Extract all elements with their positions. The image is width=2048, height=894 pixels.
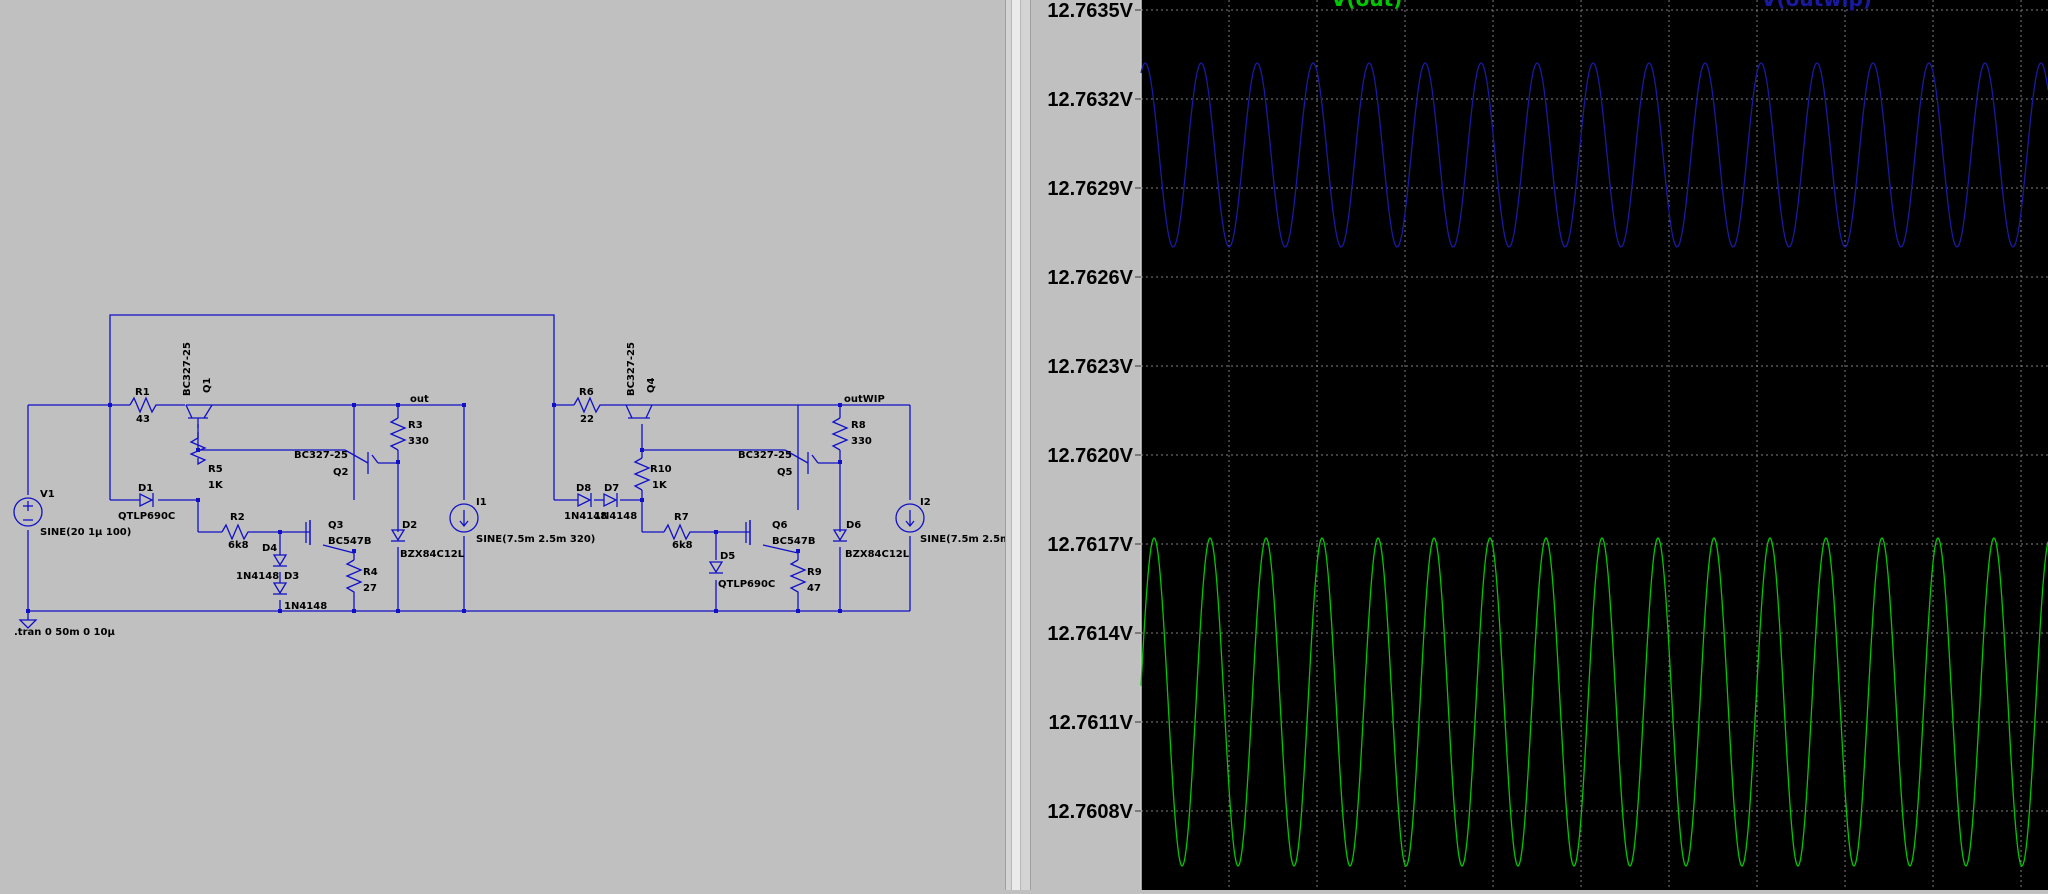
- label-r10-ref: R10: [650, 464, 672, 475]
- label-q2-ref: Q2: [333, 467, 349, 478]
- label-d2-ref: D2: [402, 520, 417, 531]
- plot-area[interactable]: [1141, 0, 2048, 890]
- splitter-handle[interactable]: [1011, 0, 1021, 890]
- label-r5-ref: R5: [208, 464, 223, 475]
- y-tick-label: 12.7623V: [1047, 356, 1133, 378]
- label-d5-ref: D5: [720, 551, 735, 562]
- label-i1-value: SINE(7.5m 2.5m 320): [476, 534, 595, 545]
- label-q3-value: BC547B: [328, 536, 371, 547]
- y-tick-label: 12.7626V: [1047, 267, 1133, 289]
- label-q6-value: BC547B: [772, 536, 815, 547]
- label-r4-ref: R4: [363, 567, 378, 578]
- schematic-canvas[interactable]: R1 43 BC327-25 Q1 R5 1K D1 QTLP690C R2 6…: [0, 0, 1039, 890]
- ground-symbol: [18, 619, 38, 629]
- label-r2-value: 6k8: [228, 540, 249, 551]
- label-i2-value: SINE(7.5m 2.5m 320): [920, 534, 1005, 545]
- label-r1-ref: R1: [135, 387, 150, 398]
- label-d6-ref: D6: [846, 520, 861, 531]
- transistors: [185, 404, 819, 545]
- label-r7-ref: R7: [674, 512, 689, 523]
- resistors: [129, 396, 849, 595]
- label-r8-ref: R8: [851, 420, 866, 431]
- net-label-outwip: outWIP: [844, 394, 885, 405]
- y-tick-label: 12.7608V: [1047, 801, 1133, 823]
- plot-grid: [1141, 0, 2048, 890]
- label-d2-value: BZX84C12L: [400, 549, 465, 560]
- y-tick-label: 12.7632V: [1047, 89, 1133, 111]
- label-r6-ref: R6: [579, 387, 594, 398]
- y-tick-label: 12.7629V: [1047, 178, 1133, 200]
- waveform-viewer[interactable]: 12.7635V 12.7632V 12.7629V 12.7626V 12.7623V…: [1031, 0, 2048, 890]
- tran-directive[interactable]: .tran 0 50m 0 10µ: [14, 627, 115, 638]
- wires: [27, 314, 911, 620]
- label-r8-value: 330: [851, 436, 872, 447]
- label-q5-value: BC327-25: [738, 450, 792, 461]
- trace-v-outwip[interactable]: [1140, 62, 2048, 248]
- label-r7-value: 6k8: [672, 540, 693, 551]
- y-tick-label: 12.7614V: [1047, 623, 1133, 645]
- label-d8-ref: D8: [576, 483, 591, 494]
- label-r3-value: 330: [408, 436, 429, 447]
- label-r3-ref: R3: [408, 420, 423, 431]
- label-d3-ref: D3: [284, 571, 299, 582]
- label-q3-ref: Q3: [328, 520, 344, 531]
- label-r1-value: 43: [136, 414, 150, 425]
- label-r2-ref: R2: [230, 512, 245, 523]
- waveform-canvas[interactable]: 12.7635V 12.7632V 12.7629V 12.7626V 12.7623V…: [1031, 0, 2048, 890]
- label-q1-ref: Q1: [202, 377, 213, 393]
- label-d4-ref: D4: [262, 543, 277, 554]
- label-i2-ref: I2: [920, 497, 931, 508]
- sources: [13, 497, 925, 533]
- y-tick-label: 12.7617V: [1047, 534, 1133, 556]
- pane-splitter[interactable]: [1005, 0, 1031, 890]
- y-tick-label: 12.7611V: [1048, 712, 1133, 734]
- y-tick-label: 12.7620V: [1047, 445, 1133, 467]
- label-v1-value: SINE(20 1µ 100): [40, 527, 131, 538]
- label-d3-value: 1N4148: [284, 601, 327, 612]
- label-r5-value: 1K: [208, 480, 224, 491]
- label-d1-value: QTLP690C: [118, 511, 175, 522]
- legend-v-out[interactable]: V(out): [1331, 0, 1402, 11]
- label-q5-ref: Q5: [777, 467, 793, 478]
- net-label-out: out: [410, 394, 429, 405]
- y-axis-labels: 12.7635V 12.7632V 12.7629V 12.7626V 12.7623V…: [1047, 0, 1141, 823]
- label-r9-ref: R9: [807, 567, 822, 578]
- label-q4-ref: Q4: [646, 377, 657, 393]
- label-d4-value: 1N4148: [236, 571, 279, 582]
- schematic-editor[interactable]: R1 43 BC327-25 Q1 R5 1K D1 QTLP690C R2 6…: [0, 0, 1039, 890]
- label-d1-ref: D1: [138, 483, 153, 494]
- label-q2-value: BC327-25: [294, 450, 348, 461]
- label-r9-value: 47: [807, 583, 821, 594]
- label-q4-value: BC327-25: [626, 342, 637, 396]
- y-tick-label: 12.7635V: [1047, 0, 1133, 22]
- label-d8-value: 1N4148: [564, 511, 607, 522]
- legend-v-outwip[interactable]: V(outwip): [1761, 0, 1872, 11]
- label-d6-value: BZX84C12L: [845, 549, 910, 560]
- label-r6-value: 22: [580, 414, 594, 425]
- label-i1-ref: I1: [476, 497, 487, 508]
- label-r4-value: 27: [363, 583, 377, 594]
- diodes: [139, 492, 848, 595]
- junction-dots: [26, 403, 842, 613]
- label-d7-value: 1N4148: [594, 511, 637, 522]
- label-d5-value: QTLP690C: [718, 579, 775, 590]
- label-q1-value: BC327-25: [182, 342, 193, 396]
- label-r10-value: 1K: [652, 480, 668, 491]
- label-d7-ref: D7: [604, 483, 619, 494]
- label-q6-ref: Q6: [772, 520, 788, 531]
- trace-v-out[interactable]: [1140, 537, 2048, 867]
- label-v1-ref: V1: [40, 489, 55, 500]
